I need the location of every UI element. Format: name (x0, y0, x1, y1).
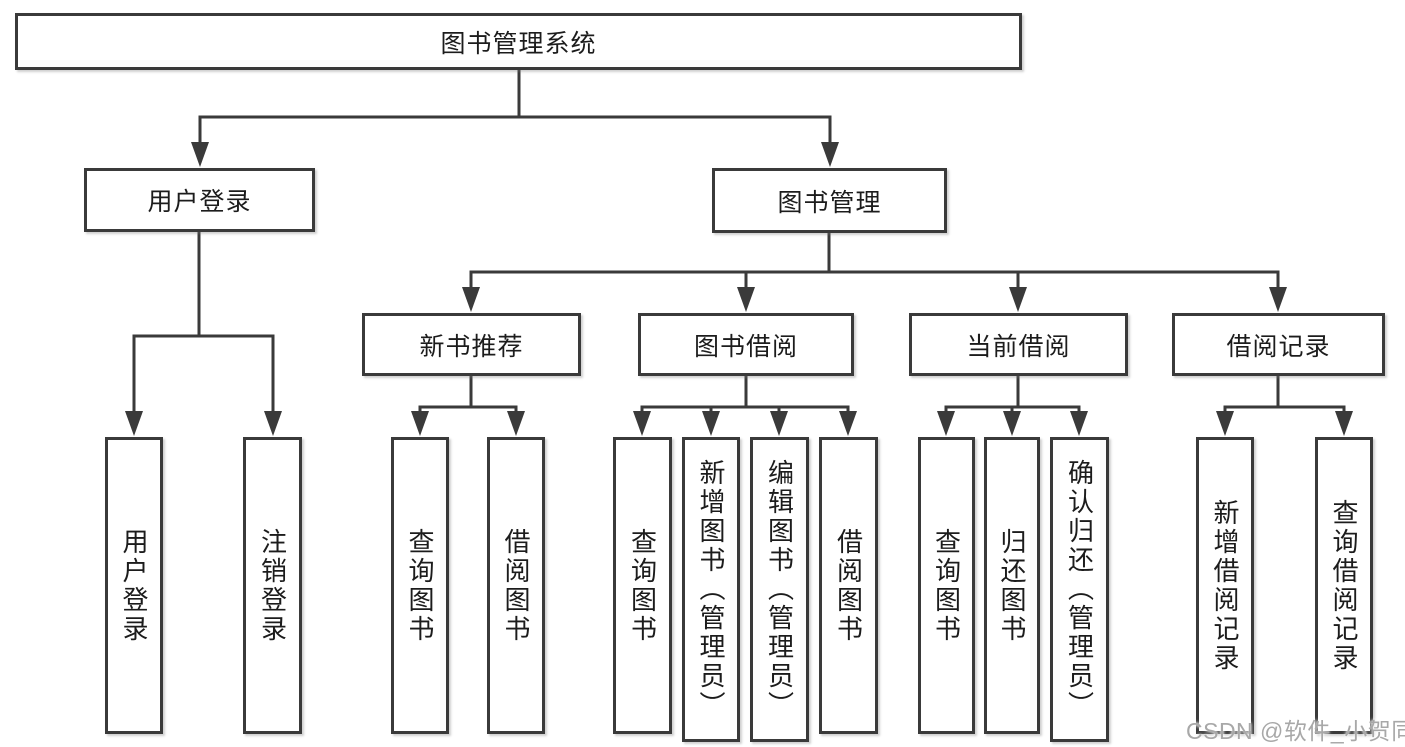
connector-records-split (1223, 376, 1346, 415)
connector-user-login-split (132, 232, 275, 414)
connector-root-split (198, 69, 832, 145)
leaf-confirm-return-admin: 确认归还（管理员） (1050, 437, 1109, 742)
node-current-borrow-label: 当前借阅 (966, 332, 1071, 361)
node-book-management: 图书管理 (712, 168, 947, 233)
node-book-management-label: 图书管理 (777, 188, 882, 217)
leaf-query-books-current: 查询图书 (918, 437, 975, 734)
leaf-query-borrow-record: 查询借阅记录 (1315, 437, 1373, 734)
node-current-borrow: 当前借阅 (909, 313, 1128, 376)
node-user-login-label: 用户登录 (147, 188, 252, 216)
leaf-add-borrow-record: 新增借阅记录 (1196, 437, 1254, 734)
node-new-book-recommend-label: 新书推荐 (419, 332, 524, 361)
leaf-query-books-recommend: 查询图书 (391, 437, 449, 734)
connector-recommend-split (418, 376, 518, 415)
leaf-add-book-admin: 新增图书（管理员） (682, 437, 740, 742)
leaf-query-books-borrow-label: 查询图书 (627, 527, 658, 644)
leaf-query-borrow-record-label: 查询借阅记录 (1329, 498, 1359, 673)
node-book-borrow-label: 图书借阅 (693, 332, 798, 361)
leaf-edit-book-admin: 编辑图书（管理员） (750, 437, 809, 742)
connector-book-management-split (469, 233, 1280, 290)
connector-borrow-split (640, 376, 850, 415)
leaf-query-books-current-label: 查询图书 (931, 527, 962, 644)
leaf-user-login: 用户登录 (105, 437, 163, 734)
leaf-edit-book-admin-label: 编辑图书（管理员） (764, 459, 795, 720)
arrowheads (125, 142, 1353, 436)
leaf-borrow-books-borrow-label: 借阅图书 (833, 527, 864, 644)
leaf-query-books-borrow: 查询图书 (613, 437, 672, 734)
node-user-login: 用户登录 (84, 168, 315, 232)
leaf-user-login-label: 用户登录 (119, 527, 149, 644)
node-borrow-records: 借阅记录 (1172, 313, 1385, 376)
leaf-add-book-admin-label: 新增图书（管理员） (696, 459, 726, 720)
leaf-logout-login: 注销登录 (243, 437, 302, 734)
leaf-return-books-label: 归还图书 (997, 527, 1027, 644)
leaf-add-borrow-record-label: 新增借阅记录 (1210, 498, 1240, 673)
node-borrow-records-label: 借阅记录 (1226, 332, 1331, 361)
leaf-borrow-books-recommend-label: 借阅图书 (501, 527, 531, 644)
node-new-book-recommend: 新书推荐 (362, 313, 581, 376)
csdn-watermark: CSDN @软件_小贺同学 (1186, 718, 1405, 744)
leaf-borrow-books-borrow: 借阅图书 (819, 437, 878, 734)
root-node-label: 图书管理系统 (440, 29, 597, 58)
root-node: 图书管理系统 (15, 13, 1022, 70)
leaf-query-books-recommend-label: 查询图书 (405, 527, 435, 644)
connector-current-split (944, 376, 1081, 415)
node-book-borrow: 图书借阅 (638, 313, 854, 376)
leaf-return-books: 归还图书 (984, 437, 1040, 734)
leaf-logout-login-label: 注销登录 (257, 527, 288, 644)
leaf-borrow-books-recommend: 借阅图书 (487, 437, 545, 734)
leaf-confirm-return-admin-label: 确认归还（管理员） (1064, 459, 1095, 720)
